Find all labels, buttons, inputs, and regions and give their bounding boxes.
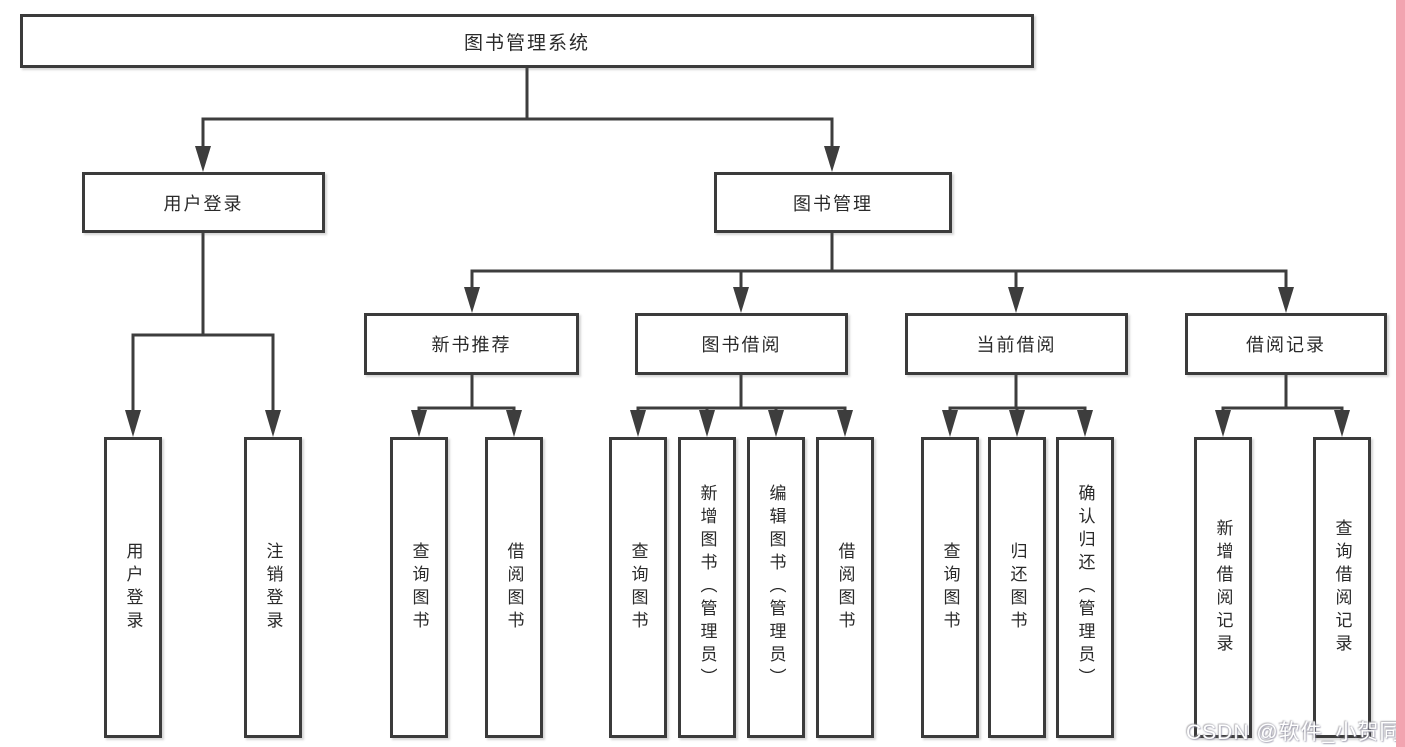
- leaf-br-query-record: 查询借阅记录: [1313, 437, 1371, 738]
- leaf-logout: 注销登录: [244, 437, 302, 738]
- leaf-cb-query-books: 查询图书: [921, 437, 979, 738]
- leaf-nbr-query-books: 查询图书: [390, 437, 448, 738]
- leaf-br-add-record: 新增借阅记录: [1194, 437, 1252, 738]
- node-borrowing-records: 借阅记录: [1185, 313, 1387, 375]
- leaf-bb-query-books: 查询图书: [609, 437, 667, 738]
- node-new-book-recommendation: 新书推荐: [364, 313, 579, 375]
- right-edge-strip: [1396, 0, 1405, 747]
- leaf-bb-edit-books-admin: 编辑图书（管理员）: [747, 437, 805, 738]
- node-book-borrowing: 图书借阅: [635, 313, 848, 375]
- leaf-nbr-borrow-books: 借阅图书: [485, 437, 543, 738]
- leaf-cb-return-books: 归还图书: [988, 437, 1046, 738]
- node-user-login: 用户登录: [82, 172, 325, 233]
- node-book-management: 图书管理: [714, 172, 952, 233]
- leaf-bb-borrow-books: 借阅图书: [816, 437, 874, 738]
- node-library-management-system: 图书管理系统: [20, 14, 1034, 68]
- leaf-user-login: 用户登录: [104, 437, 162, 738]
- leaf-cb-confirm-return-admin: 确认归还（管理员）: [1056, 437, 1114, 738]
- leaf-bb-add-books-admin: 新增图书（管理员）: [678, 437, 736, 738]
- node-current-borrowing: 当前借阅: [905, 313, 1128, 375]
- csdn-watermark-text: CSDN @软件_小贺同学: [1186, 721, 1405, 744]
